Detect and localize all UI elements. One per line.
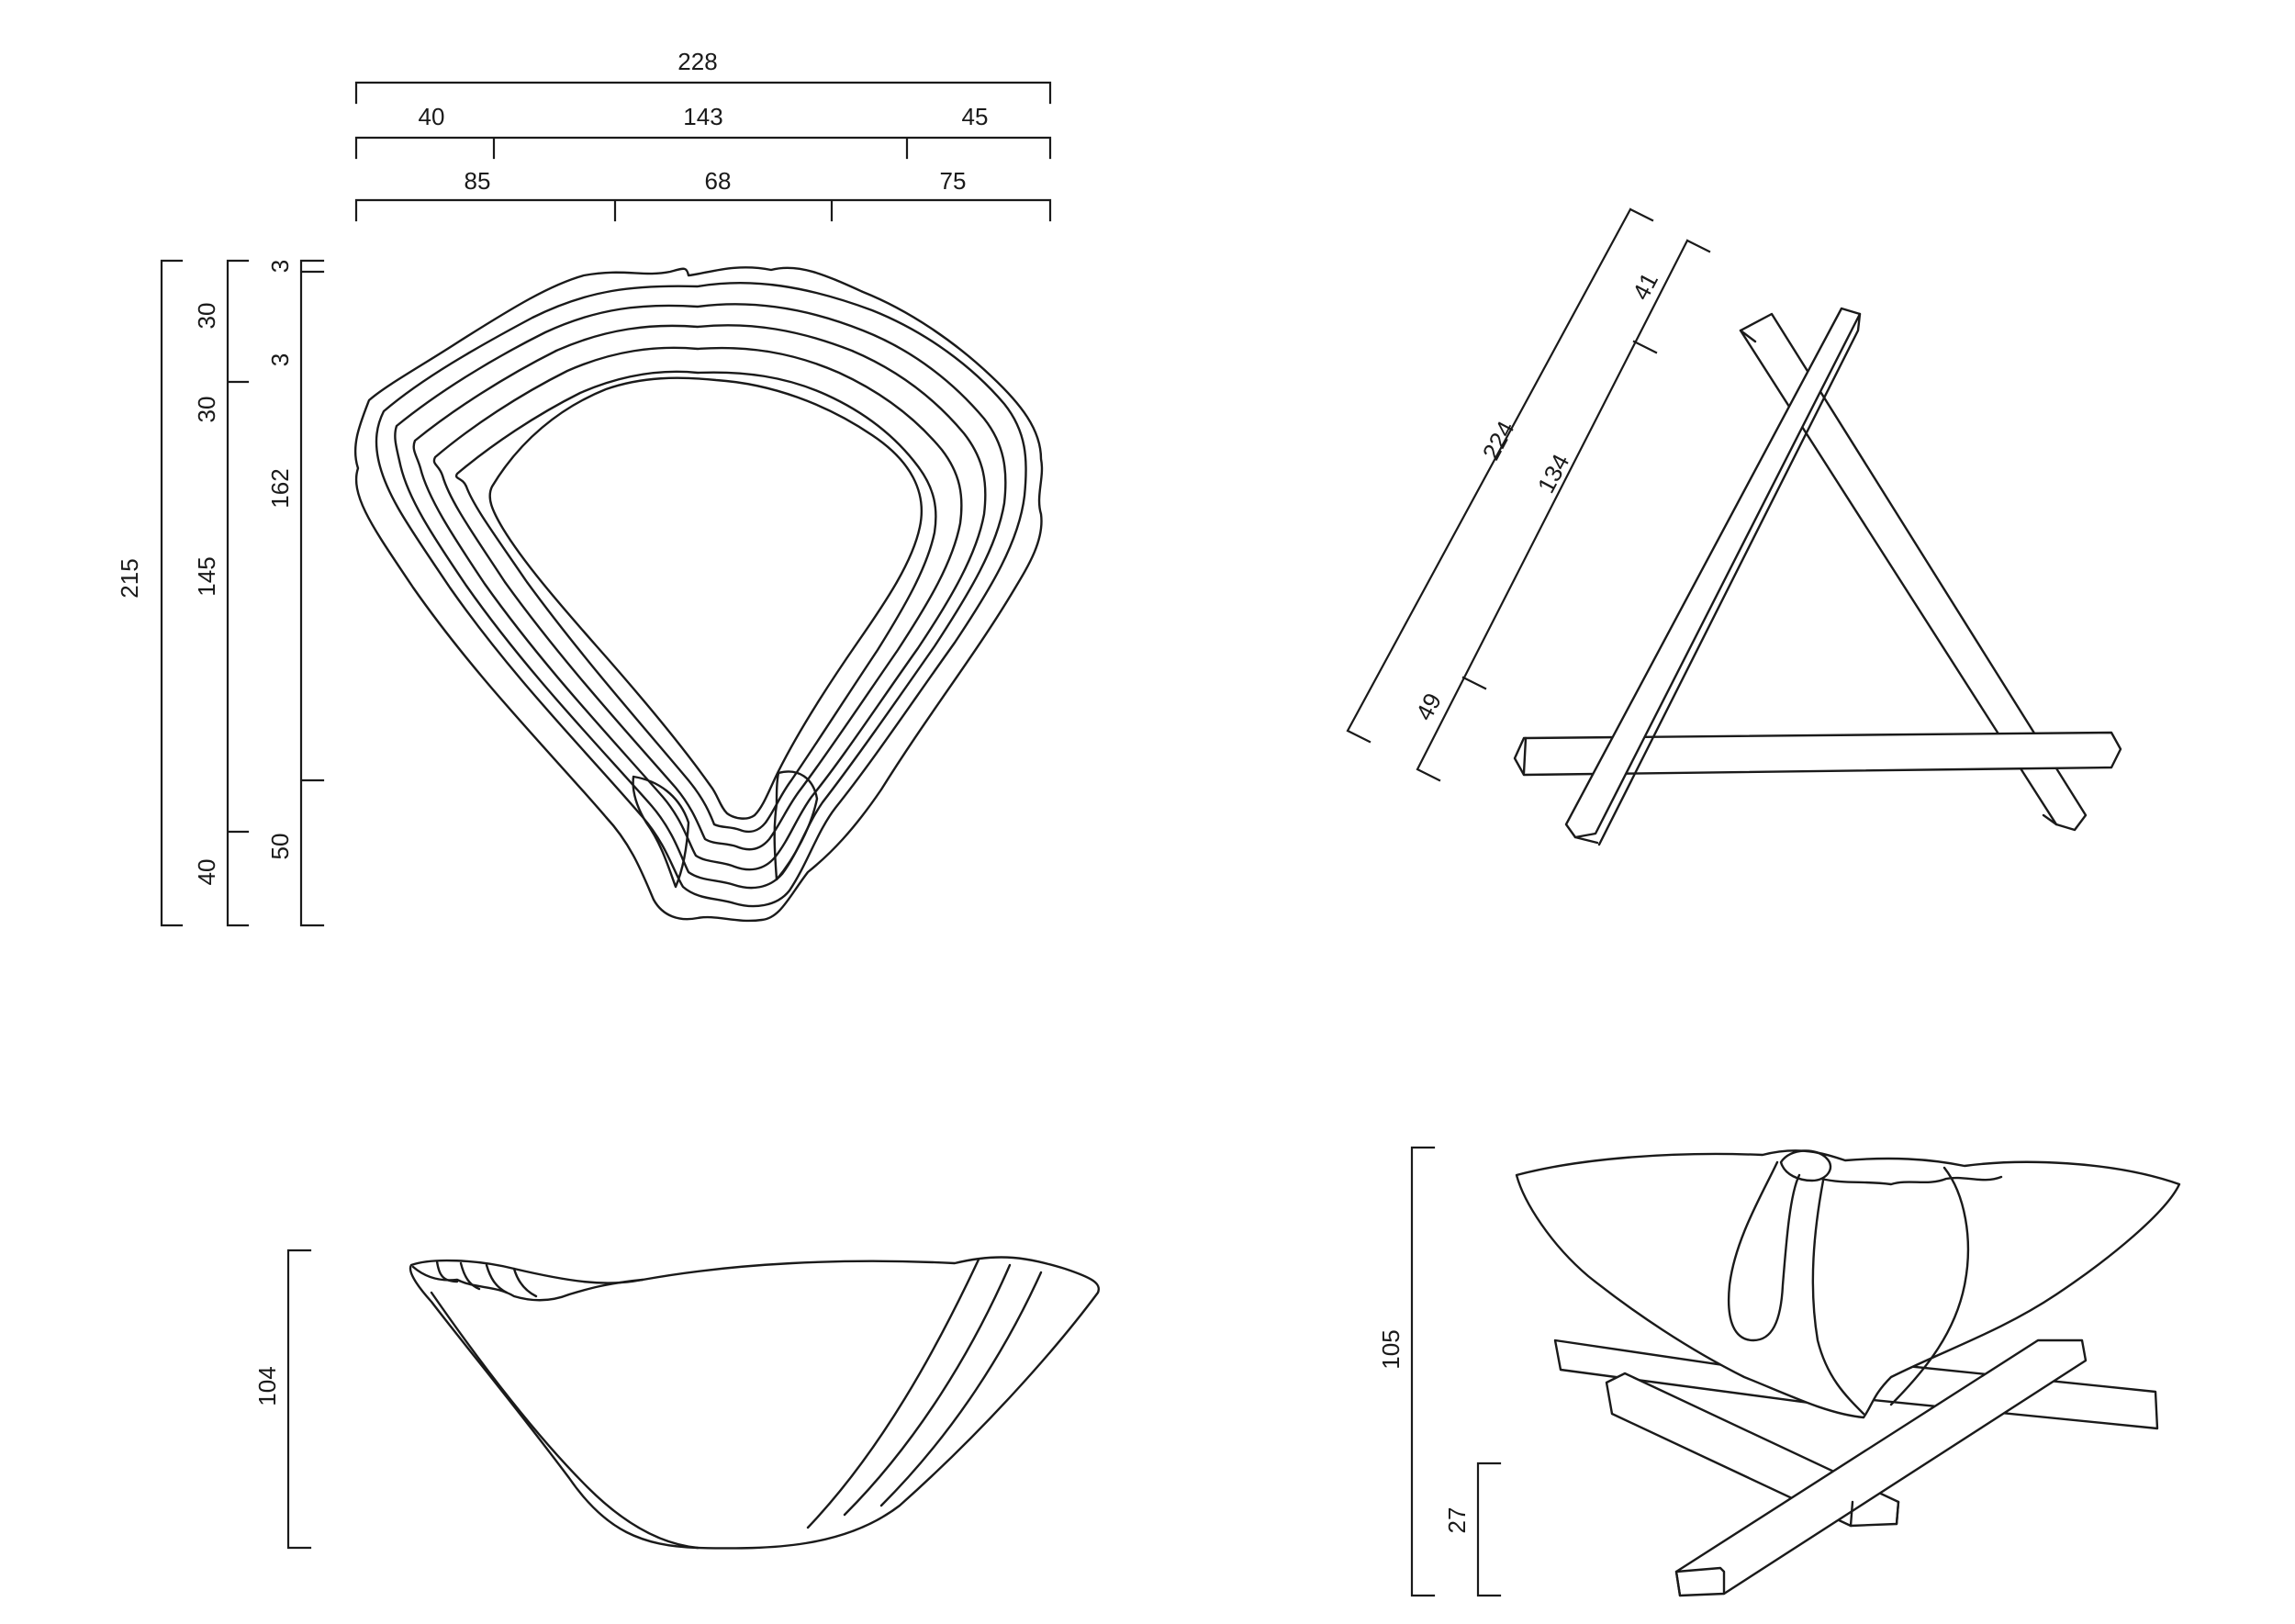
bowl-side-rim-ridges <box>435 1260 538 1298</box>
dim-width-left-section: 85 <box>465 167 491 195</box>
bowl-contour-1 <box>375 281 1027 908</box>
bowl-side-inner-left <box>430 1291 700 1550</box>
bowl-plan-outline <box>353 266 1044 923</box>
stand-bar-left-diagonal <box>1564 307 1862 839</box>
dim-width-left-rim: 40 <box>419 103 445 130</box>
perspective-bowl <box>1515 1149 2181 1419</box>
stand-bar-edges <box>1522 312 2058 846</box>
bowl-contour-5 <box>454 370 937 834</box>
stand-dim-line-outer <box>1346 207 1654 744</box>
dim-height-rim-band: 30 <box>193 397 220 423</box>
dim-width-center-section: 68 <box>705 167 732 195</box>
top-view: 228 40 143 45 85 68 75 215 30 30 145 40 … <box>116 48 1052 927</box>
dim-height-lip-second: 3 <box>266 353 294 366</box>
dim-width-right-section: 75 <box>940 167 967 195</box>
dim-height-interior: 162 <box>266 468 294 508</box>
perspective-view: 105 27 <box>1377 1146 2181 1597</box>
side-view-height-dimension: 104 <box>253 1249 312 1550</box>
bowl-outer-rim <box>353 266 1044 923</box>
side-view: 104 <box>253 1249 1101 1550</box>
perspective-dimensions: 105 27 <box>1377 1146 1502 1597</box>
dim-height-tip: 40 <box>193 859 220 886</box>
dim-stand-height: 27 <box>1443 1507 1471 1534</box>
perspective-bowl-rim-wave <box>1819 1175 2003 1186</box>
bowl-contour-3 <box>412 324 987 871</box>
perspective-bowl-fold-center <box>1811 1179 1865 1416</box>
perspective-bowl-fold-left <box>1728 1160 1801 1342</box>
bowl-fold-right <box>773 770 819 881</box>
dim-width-inner: 143 <box>683 103 722 130</box>
top-view-height-dimensions: 215 30 30 145 40 3 3 162 50 <box>116 260 325 927</box>
stand-dim-line-inner <box>1416 239 1711 782</box>
bowl-elevation-outline <box>409 1256 1101 1550</box>
dim-height-overall: 215 <box>116 558 143 598</box>
dim-stand-middle-segment: 134 <box>1532 450 1575 498</box>
dim-height-lip-top: 3 <box>266 260 294 273</box>
dim-overall-height: 105 <box>1377 1329 1405 1369</box>
dim-height-base: 50 <box>266 834 294 860</box>
dim-bowl-height: 104 <box>253 1366 281 1406</box>
perspective-bowl-knot <box>1779 1149 1832 1182</box>
bowl-contour-4 <box>432 346 963 851</box>
stand-bar-bottom <box>1513 731 2122 777</box>
perspective-bar-front-end <box>1674 1566 1726 1597</box>
dim-width-overall: 228 <box>677 48 717 75</box>
dim-height-body: 145 <box>193 556 220 596</box>
bowl-fold-left <box>632 775 690 889</box>
dim-stand-bottom-segment: 49 <box>1410 689 1447 725</box>
dim-height-top-rim: 30 <box>193 303 220 330</box>
bowl-side-fold-right-1 <box>806 1258 980 1529</box>
dim-width-right-rim: 45 <box>962 103 989 130</box>
bowl-inner-well <box>488 376 924 820</box>
bowl-side-fold-right-2 <box>843 1263 1012 1517</box>
perspective-bar-right-end <box>1849 1500 1900 1528</box>
bowl-side-fold-right-3 <box>879 1271 1043 1507</box>
bowl-contour-2 <box>394 303 1007 890</box>
perspective-bowl-fold-right <box>1889 1166 1970 1406</box>
top-view-width-dimensions: 228 40 143 45 85 68 75 <box>354 48 1052 222</box>
stand-top-view: 224 41 134 49 <box>1346 207 2122 846</box>
stand-triangle-bars <box>1513 307 2122 846</box>
